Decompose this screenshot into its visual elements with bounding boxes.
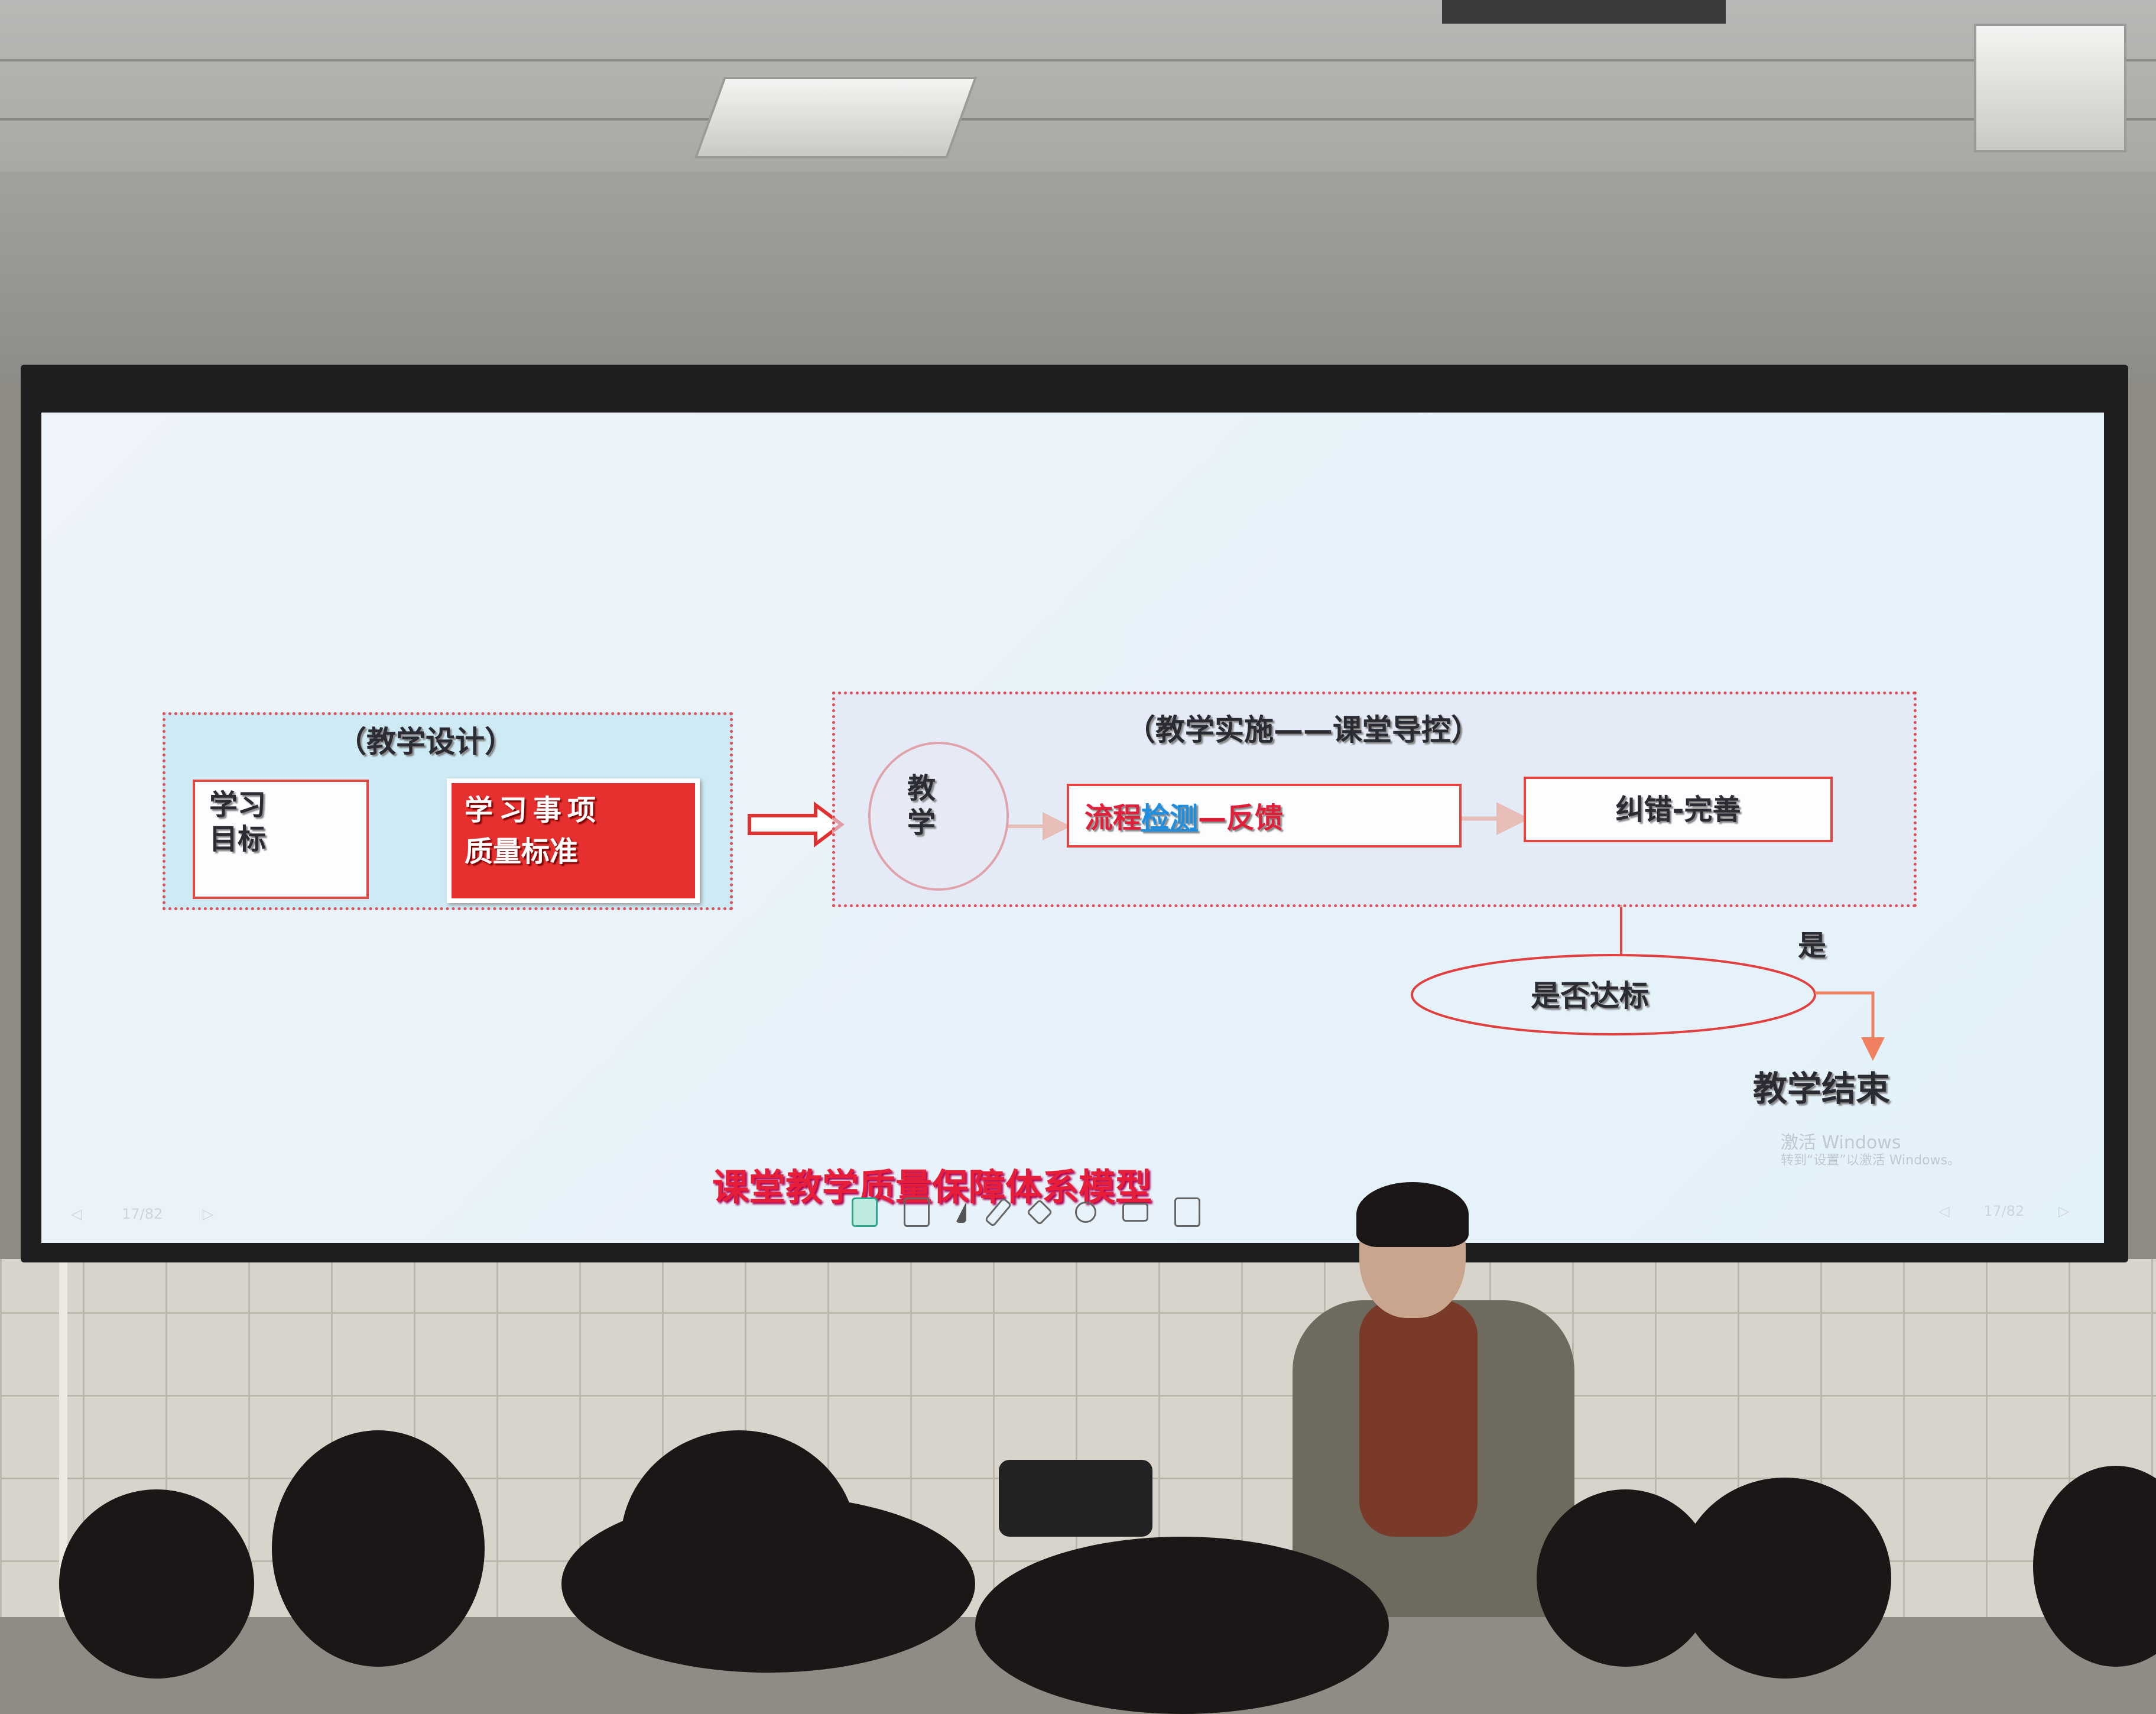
page-indicator: 17/82 xyxy=(122,1206,163,1222)
windows-watermark-line1: 激活 Windows xyxy=(1781,1132,1901,1153)
arrow-yes-to-end xyxy=(1815,991,1885,1061)
audience-head xyxy=(1678,1478,1891,1679)
quality-standard-line1: 学习事项 xyxy=(465,794,602,827)
pointer-icon[interactable] xyxy=(956,1202,966,1223)
correction-box: 纠错-完善 xyxy=(1524,777,1833,842)
audience-head xyxy=(272,1430,485,1667)
next-icon[interactable]: ▷ xyxy=(2058,1203,2070,1219)
prev-icon[interactable]: ◁ xyxy=(1939,1203,1950,1219)
pipe xyxy=(59,1262,67,1617)
presentation-toolbar xyxy=(839,1196,1264,1228)
prev-icon[interactable]: ◁ xyxy=(71,1206,82,1222)
page-nav-right[interactable]: ◁ 17/82 ▷ xyxy=(1939,1203,2069,1219)
process-check-box: 流程检测—反馈 xyxy=(1067,784,1462,848)
eraser-icon[interactable] xyxy=(1026,1199,1053,1226)
slide-title: 课堂教学质量保障体系模型 xyxy=(712,1166,1152,1209)
page-nav-left[interactable]: ◁ 17/82 ▷ xyxy=(71,1206,213,1222)
feedback-text: —反馈 xyxy=(1198,801,1284,835)
teaching-label-1: 教 xyxy=(907,772,936,805)
pen-icon[interactable] xyxy=(984,1197,1012,1228)
presentation-icon[interactable] xyxy=(1174,1197,1200,1227)
process-check-text: 流程检测—反馈 xyxy=(1085,794,1283,836)
next-icon[interactable]: ▷ xyxy=(202,1206,214,1222)
check-text: 检测 xyxy=(1141,801,1199,835)
whiteboard-icon[interactable] xyxy=(1122,1203,1148,1222)
quality-standard-line2: 质量标准 xyxy=(465,835,579,868)
design-heading: （教学设计） xyxy=(337,725,514,759)
page-indicator: 17/82 xyxy=(1983,1203,2025,1219)
ceiling-vent xyxy=(1442,0,1726,24)
learning-goal-line1: 学习 xyxy=(209,788,267,822)
audience-head xyxy=(59,1489,254,1679)
speaker-scarf xyxy=(1359,1300,1478,1537)
decision-ellipse xyxy=(1411,954,1816,1035)
learning-goal-box: 学习 目标 xyxy=(193,780,369,899)
implementation-heading: （教学实施——课堂导控） xyxy=(1126,713,1480,747)
grid-icon[interactable] xyxy=(904,1197,930,1227)
speaker-hair xyxy=(1356,1182,1469,1247)
quality-standard-box: 学习事项 质量标准 xyxy=(447,778,700,903)
ceiling-grid-line xyxy=(0,118,2156,121)
audience-head xyxy=(561,1495,975,1673)
wall xyxy=(0,171,2156,384)
yes-label: 是 xyxy=(1798,929,1827,962)
teaching-label-2: 学 xyxy=(907,806,936,839)
ceiling xyxy=(0,0,2156,171)
process-text: 流程 xyxy=(1085,801,1142,835)
audience-phone xyxy=(999,1460,1152,1537)
windows-watermark-line2: 转到“设置”以激活 Windows。 xyxy=(1781,1153,1960,1168)
correction-text: 纠错-完善 xyxy=(1615,793,1741,826)
audience-head xyxy=(975,1537,1389,1714)
learning-goal-line2: 目标 xyxy=(209,823,267,856)
ceiling-grid-line xyxy=(0,59,2156,61)
end-text: 教学结束 xyxy=(1753,1069,1891,1109)
home-icon[interactable] xyxy=(852,1197,878,1227)
magnifier-icon[interactable] xyxy=(1075,1202,1096,1223)
hollow-arrow-design-to-implementation xyxy=(748,801,845,848)
ceiling-light xyxy=(1974,24,2126,152)
decision-text: 是否达标 xyxy=(1531,979,1649,1013)
